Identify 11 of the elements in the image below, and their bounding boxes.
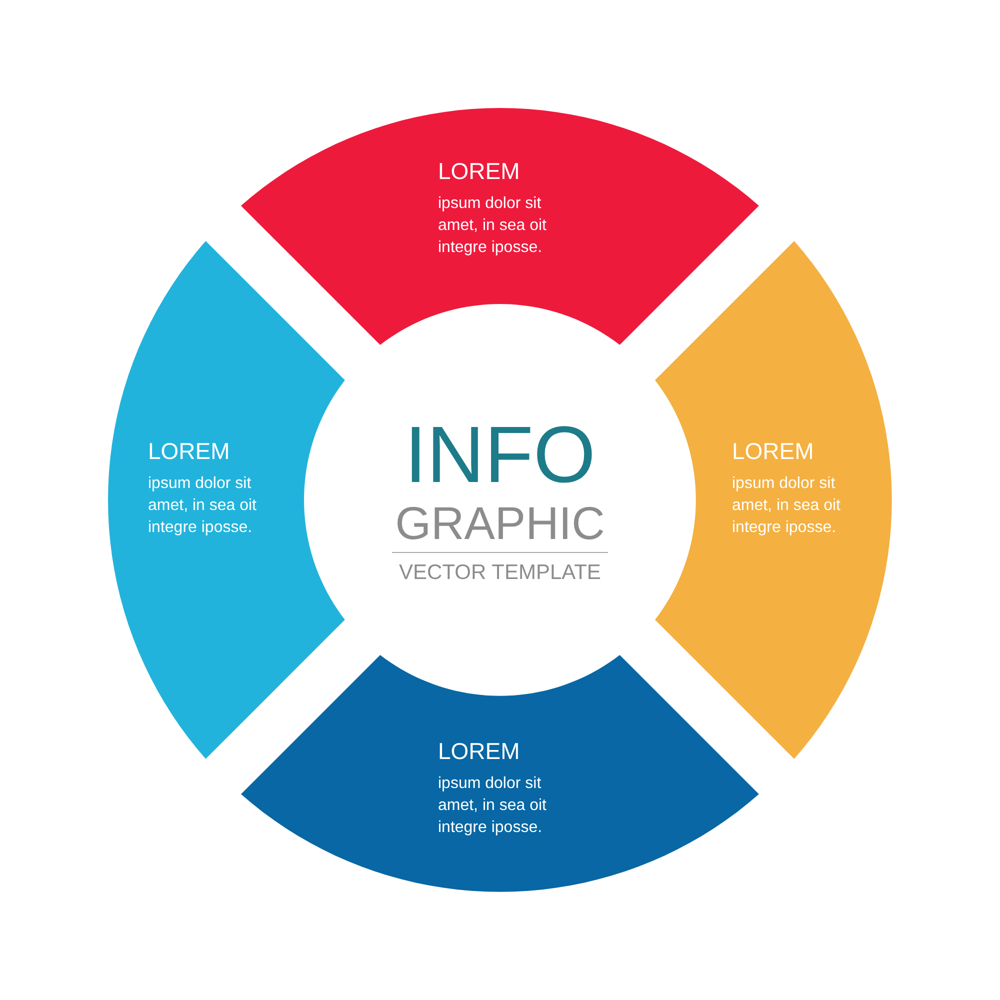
segment-heading: LOREM [148, 440, 230, 463]
segment-heading: LOREM [438, 740, 520, 763]
segment-description: ipsum dolor sit amet, in sea oit integre iposse. [438, 194, 548, 258]
segment-description: ipsum dolor sit amet, in sea oit integre iposse. [732, 474, 842, 538]
center-caption: VECTOR TEMPLATE [398, 562, 602, 583]
segment-heading: LOREM [438, 160, 520, 183]
segment-heading: LOREM [732, 440, 814, 463]
center-subtitle: GRAPHIC [394, 500, 606, 546]
center-title: INFO [403, 415, 597, 495]
segment-description: ipsum dolor sit amet, in sea oit integre iposse. [438, 774, 548, 838]
segment-description: ipsum dolor sit amet, in sea oit integre iposse. [148, 474, 258, 538]
